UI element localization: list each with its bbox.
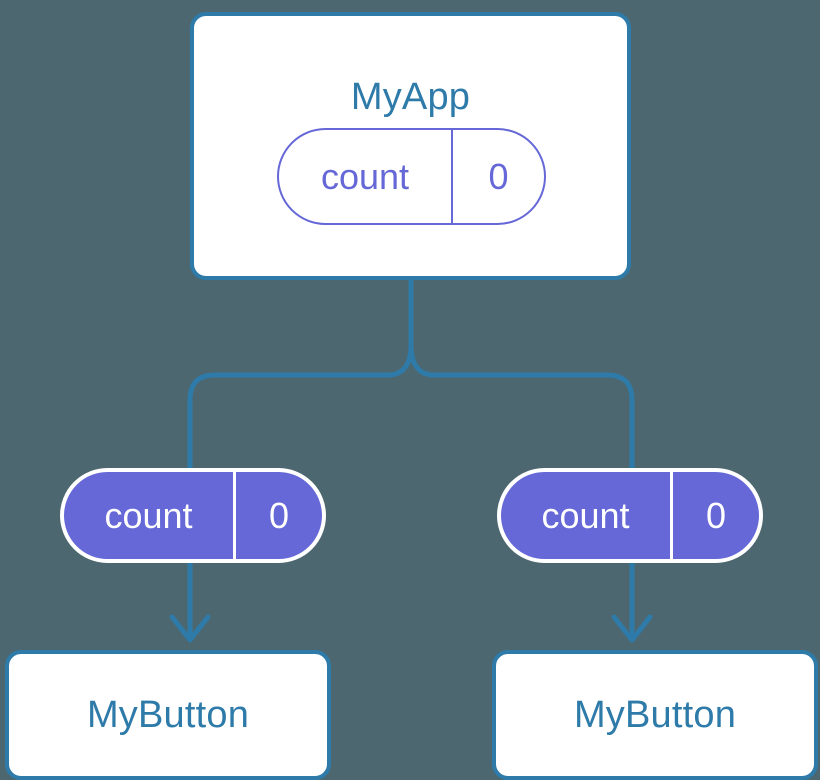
component-mybutton-left[interactable]: MyButton <box>5 650 331 780</box>
arrowhead-right-icon <box>611 614 653 643</box>
props-pill-right[interactable]: count 0 <box>497 468 763 563</box>
state-pill-myapp[interactable]: count 0 <box>277 128 546 225</box>
component-mybutton-right[interactable]: MyButton <box>492 650 818 780</box>
props-pill-right-value: 0 <box>705 494 727 536</box>
component-myapp-title: MyApp <box>350 76 471 118</box>
arrow-left <box>169 560 211 643</box>
state-pill-myapp-key: count <box>279 130 453 223</box>
props-pill-right-key: count <box>501 472 673 559</box>
component-mybutton-left-title: MyButton <box>86 694 250 736</box>
props-pill-left[interactable]: count 0 <box>60 468 326 563</box>
props-pill-left-key: count <box>64 472 236 559</box>
arrowhead-left-icon <box>169 614 211 643</box>
branch-right <box>408 344 635 478</box>
props-pill-left-value: 0 <box>268 494 290 536</box>
component-mybutton-right-title: MyButton <box>573 694 737 736</box>
state-pill-myapp-value: 0 <box>488 155 509 197</box>
branch-left <box>187 344 414 478</box>
arrow-right <box>611 560 653 643</box>
